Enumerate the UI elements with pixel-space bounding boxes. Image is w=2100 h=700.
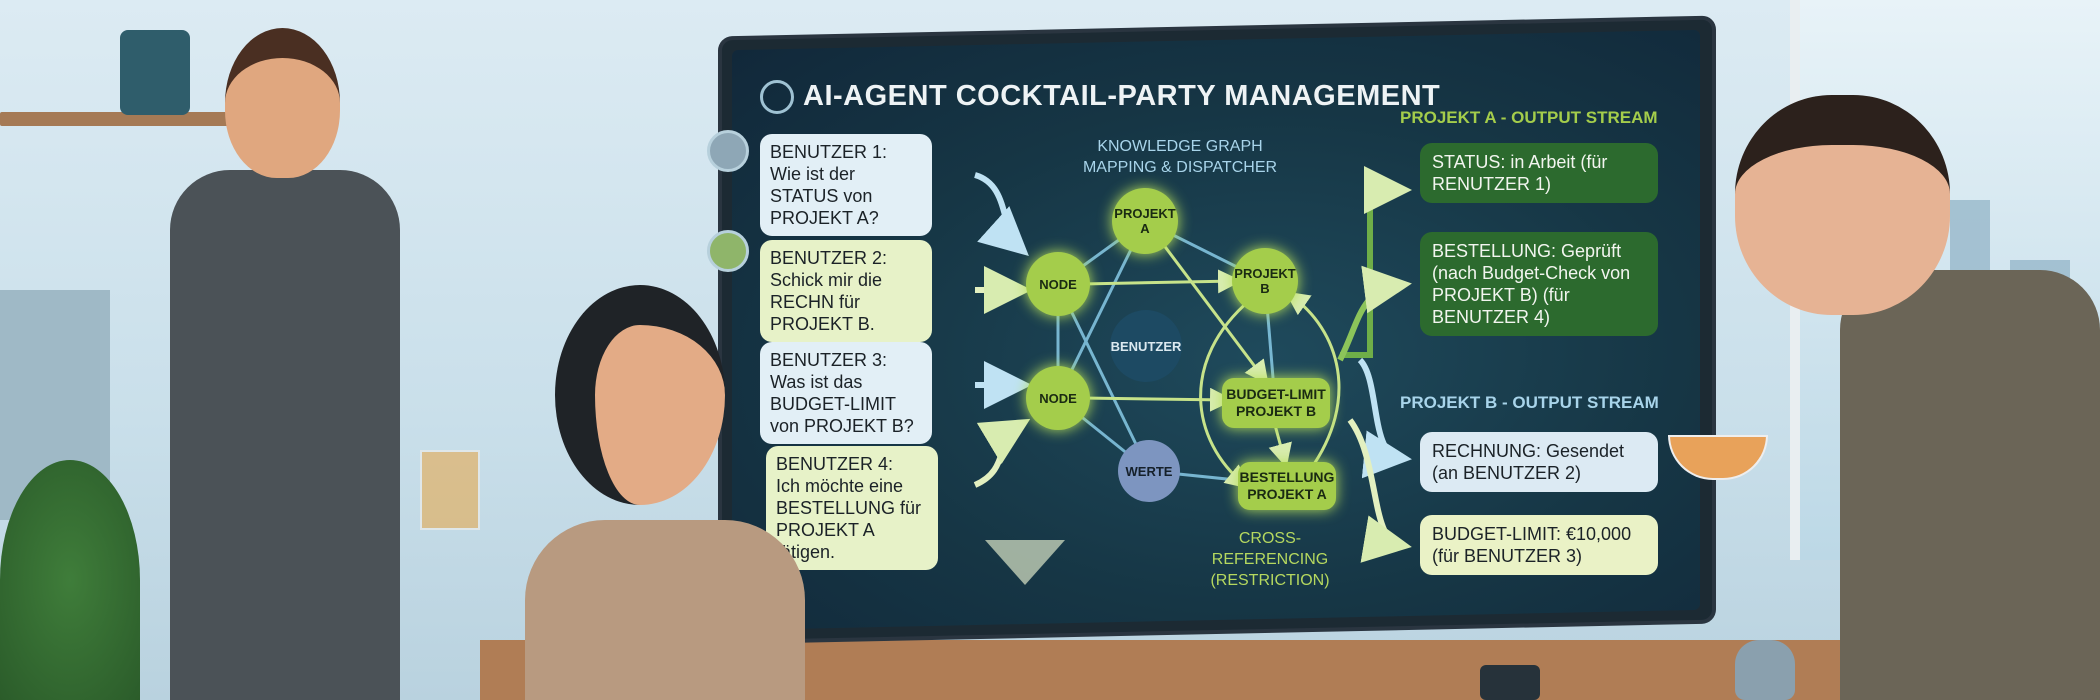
graph-node-budget-limit: BUDGET-LIMIT PROJEKT B — [1222, 378, 1330, 428]
cross-reference-arrow — [1199, 298, 1251, 489]
stream-b-header: PROJEKT B - OUTPUT STREAM — [1400, 393, 1659, 412]
user-message-bubble: BENUTZER 1: Wie ist der STATUS von PROJE… — [760, 134, 932, 236]
output-item: STATUS: in Arbeit (für RENUTZER 1) — [1420, 143, 1658, 203]
user-avatar-icon — [707, 230, 749, 272]
message-text: Ich möchte eine BESTELLUNG für PROJEKT A… — [776, 476, 922, 562]
graph-arrow — [1081, 269, 1242, 294]
graph-arrow — [1081, 387, 1234, 412]
screen-title: AI-AGENT COCKTAIL-PARTY MANAGEMENT — [803, 80, 1441, 112]
cocktail-glass — [420, 450, 480, 530]
graph-node-benutzer: BENUTZER — [1110, 310, 1182, 382]
output-item: RECHNUNG: Gesendet (an BENUTZER 2) — [1420, 432, 1658, 492]
plant-pot — [120, 30, 190, 115]
message-text: Wie ist der STATUS von PROJEKT A? — [770, 164, 879, 228]
output-arrow — [1340, 166, 1412, 358]
user-message-bubble: BENUTZER 3: Was ist das BUDGET-LIMIT von… — [760, 342, 932, 444]
output-item: BUDGET-LIMIT: €10,000 (für BENUTZER 3) — [1420, 515, 1658, 575]
output-arrow — [1337, 265, 1412, 362]
message-user: BENUTZER 4: — [776, 454, 894, 474]
graph-node-werte: WERTE — [1118, 440, 1180, 502]
graph-node-projekt-a: PROJEKT A — [1112, 188, 1178, 254]
coffee-mug — [1480, 665, 1540, 700]
person-right-head — [1735, 95, 1950, 315]
cross-referencing-label: CROSS-REFERENCING (RESTRICTION) — [1210, 530, 1330, 589]
graph-title: KNOWLEDGE GRAPH MAPPING & DISPATCHER — [1082, 138, 1278, 176]
man-left-head — [225, 28, 340, 178]
message-user: BENUTZER 1: — [770, 142, 888, 162]
stream-a-header: PROJEKT A - OUTPUT STREAM — [1400, 108, 1658, 127]
graph-node-projekt-b: PROJEKT B — [1232, 248, 1298, 314]
plant — [0, 460, 140, 700]
graph-node: NODE — [1026, 366, 1090, 430]
input-arrow — [973, 172, 1029, 257]
user-message-bubble: BENUTZER 4: Ich möchte eine BESTELLUNG f… — [766, 446, 938, 570]
openai-knot-icon — [760, 80, 794, 114]
person-right — [1840, 270, 2100, 700]
cross-reference-arrow — [1285, 291, 1341, 471]
user-message-bubble: BENUTZER 2: Schick mir die RECHN für PRO… — [760, 240, 932, 342]
graph-node: NODE — [1026, 252, 1090, 316]
woman-head — [555, 285, 725, 505]
graph-arrow — [1158, 239, 1269, 385]
woman-seated — [525, 520, 805, 700]
message-text: Was ist das BUDGET-LIMIT von PROJEKT B? — [770, 372, 914, 436]
message-user: BENUTZER 3: — [770, 350, 888, 370]
message-user: BENUTZER 2: — [770, 248, 888, 268]
input-arrow — [973, 418, 1031, 488]
output-item: BESTELLUNG: Geprüft (nach Budget-Check v… — [1420, 232, 1658, 336]
graph-edge — [1056, 283, 1151, 472]
output-arrow — [1347, 418, 1412, 563]
owl-figurine — [1735, 640, 1795, 700]
graph-arrow — [1268, 424, 1292, 468]
message-text: Schick mir die RECHN für PROJEKT B. — [770, 270, 883, 334]
output-arrow — [1357, 357, 1412, 479]
user-avatar-icon — [707, 130, 749, 172]
man-left — [170, 170, 400, 700]
graph-node-bestellung: BESTELLUNG PROJEKT A — [1238, 462, 1336, 510]
